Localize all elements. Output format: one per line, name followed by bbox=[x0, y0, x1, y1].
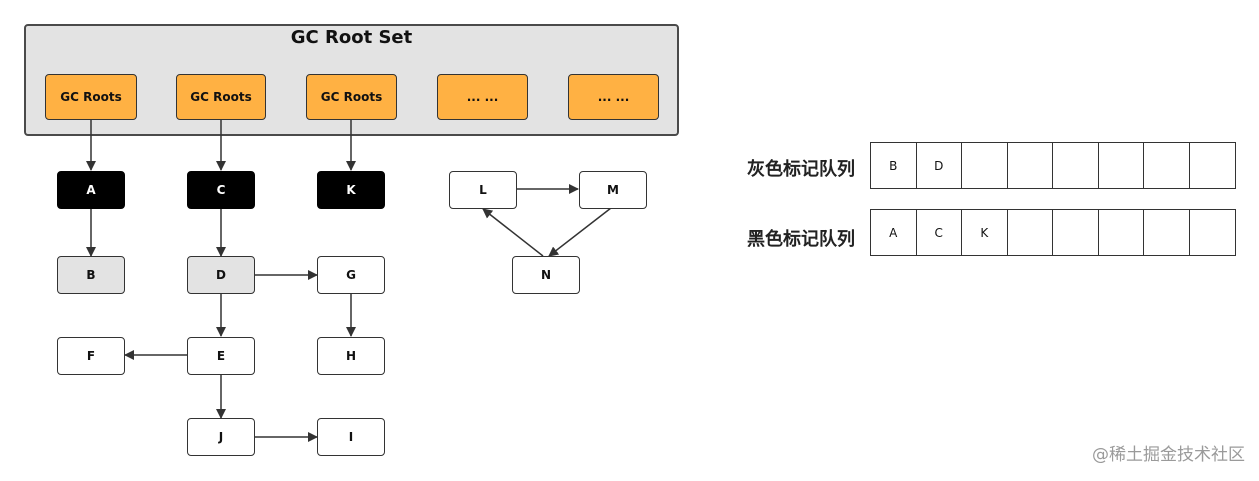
node-h: H bbox=[317, 337, 385, 375]
black-queue-cell bbox=[1144, 210, 1190, 256]
black-queue-cell bbox=[1053, 210, 1099, 256]
node-j: J bbox=[187, 418, 255, 456]
node-d: D bbox=[187, 256, 255, 294]
gray-queue-cell bbox=[1008, 143, 1053, 189]
node-k: K bbox=[317, 171, 385, 209]
black-queue-cell bbox=[1008, 210, 1053, 256]
gc-root-1: GC Roots bbox=[45, 74, 137, 120]
gray-queue-cell: B bbox=[871, 143, 917, 189]
node-n: N bbox=[512, 256, 580, 294]
gc-root-2: GC Roots bbox=[176, 74, 266, 120]
black-queue-cell bbox=[1190, 210, 1235, 256]
black-queue: A C K bbox=[870, 209, 1236, 256]
gray-queue-label: 灰色标记队列 bbox=[747, 159, 855, 180]
black-queue-cell bbox=[1099, 210, 1144, 256]
node-l: L bbox=[449, 171, 517, 209]
node-i: I bbox=[317, 418, 385, 456]
gc-root-ellipsis-2: ... ... bbox=[568, 74, 659, 120]
gc-root-3: GC Roots bbox=[306, 74, 397, 120]
node-g: G bbox=[317, 256, 385, 294]
gray-queue-cell bbox=[1144, 143, 1190, 189]
gray-queue: B D bbox=[870, 142, 1236, 189]
gray-queue-cell bbox=[1053, 143, 1099, 189]
node-a: A bbox=[57, 171, 125, 209]
black-queue-cell: C bbox=[917, 210, 962, 256]
gc-root-ellipsis-1: ... ... bbox=[437, 74, 528, 120]
black-queue-cell: A bbox=[871, 210, 917, 256]
node-f: F bbox=[57, 337, 125, 375]
gray-queue-cell bbox=[1190, 143, 1235, 189]
edge-n-l bbox=[482, 208, 544, 257]
edge-m-n bbox=[548, 207, 612, 257]
root-set-title: GC Root Set bbox=[290, 27, 413, 48]
black-queue-cell: K bbox=[962, 210, 1008, 256]
node-c: C bbox=[187, 171, 255, 209]
gray-queue-cell: D bbox=[917, 143, 962, 189]
node-e: E bbox=[187, 337, 255, 375]
watermark: @稀土掘金技术社区 bbox=[1092, 445, 1245, 465]
node-m: M bbox=[579, 171, 647, 209]
black-queue-label: 黑色标记队列 bbox=[747, 229, 855, 250]
gray-queue-cell bbox=[962, 143, 1008, 189]
gray-queue-cell bbox=[1099, 143, 1144, 189]
node-b: B bbox=[57, 256, 125, 294]
